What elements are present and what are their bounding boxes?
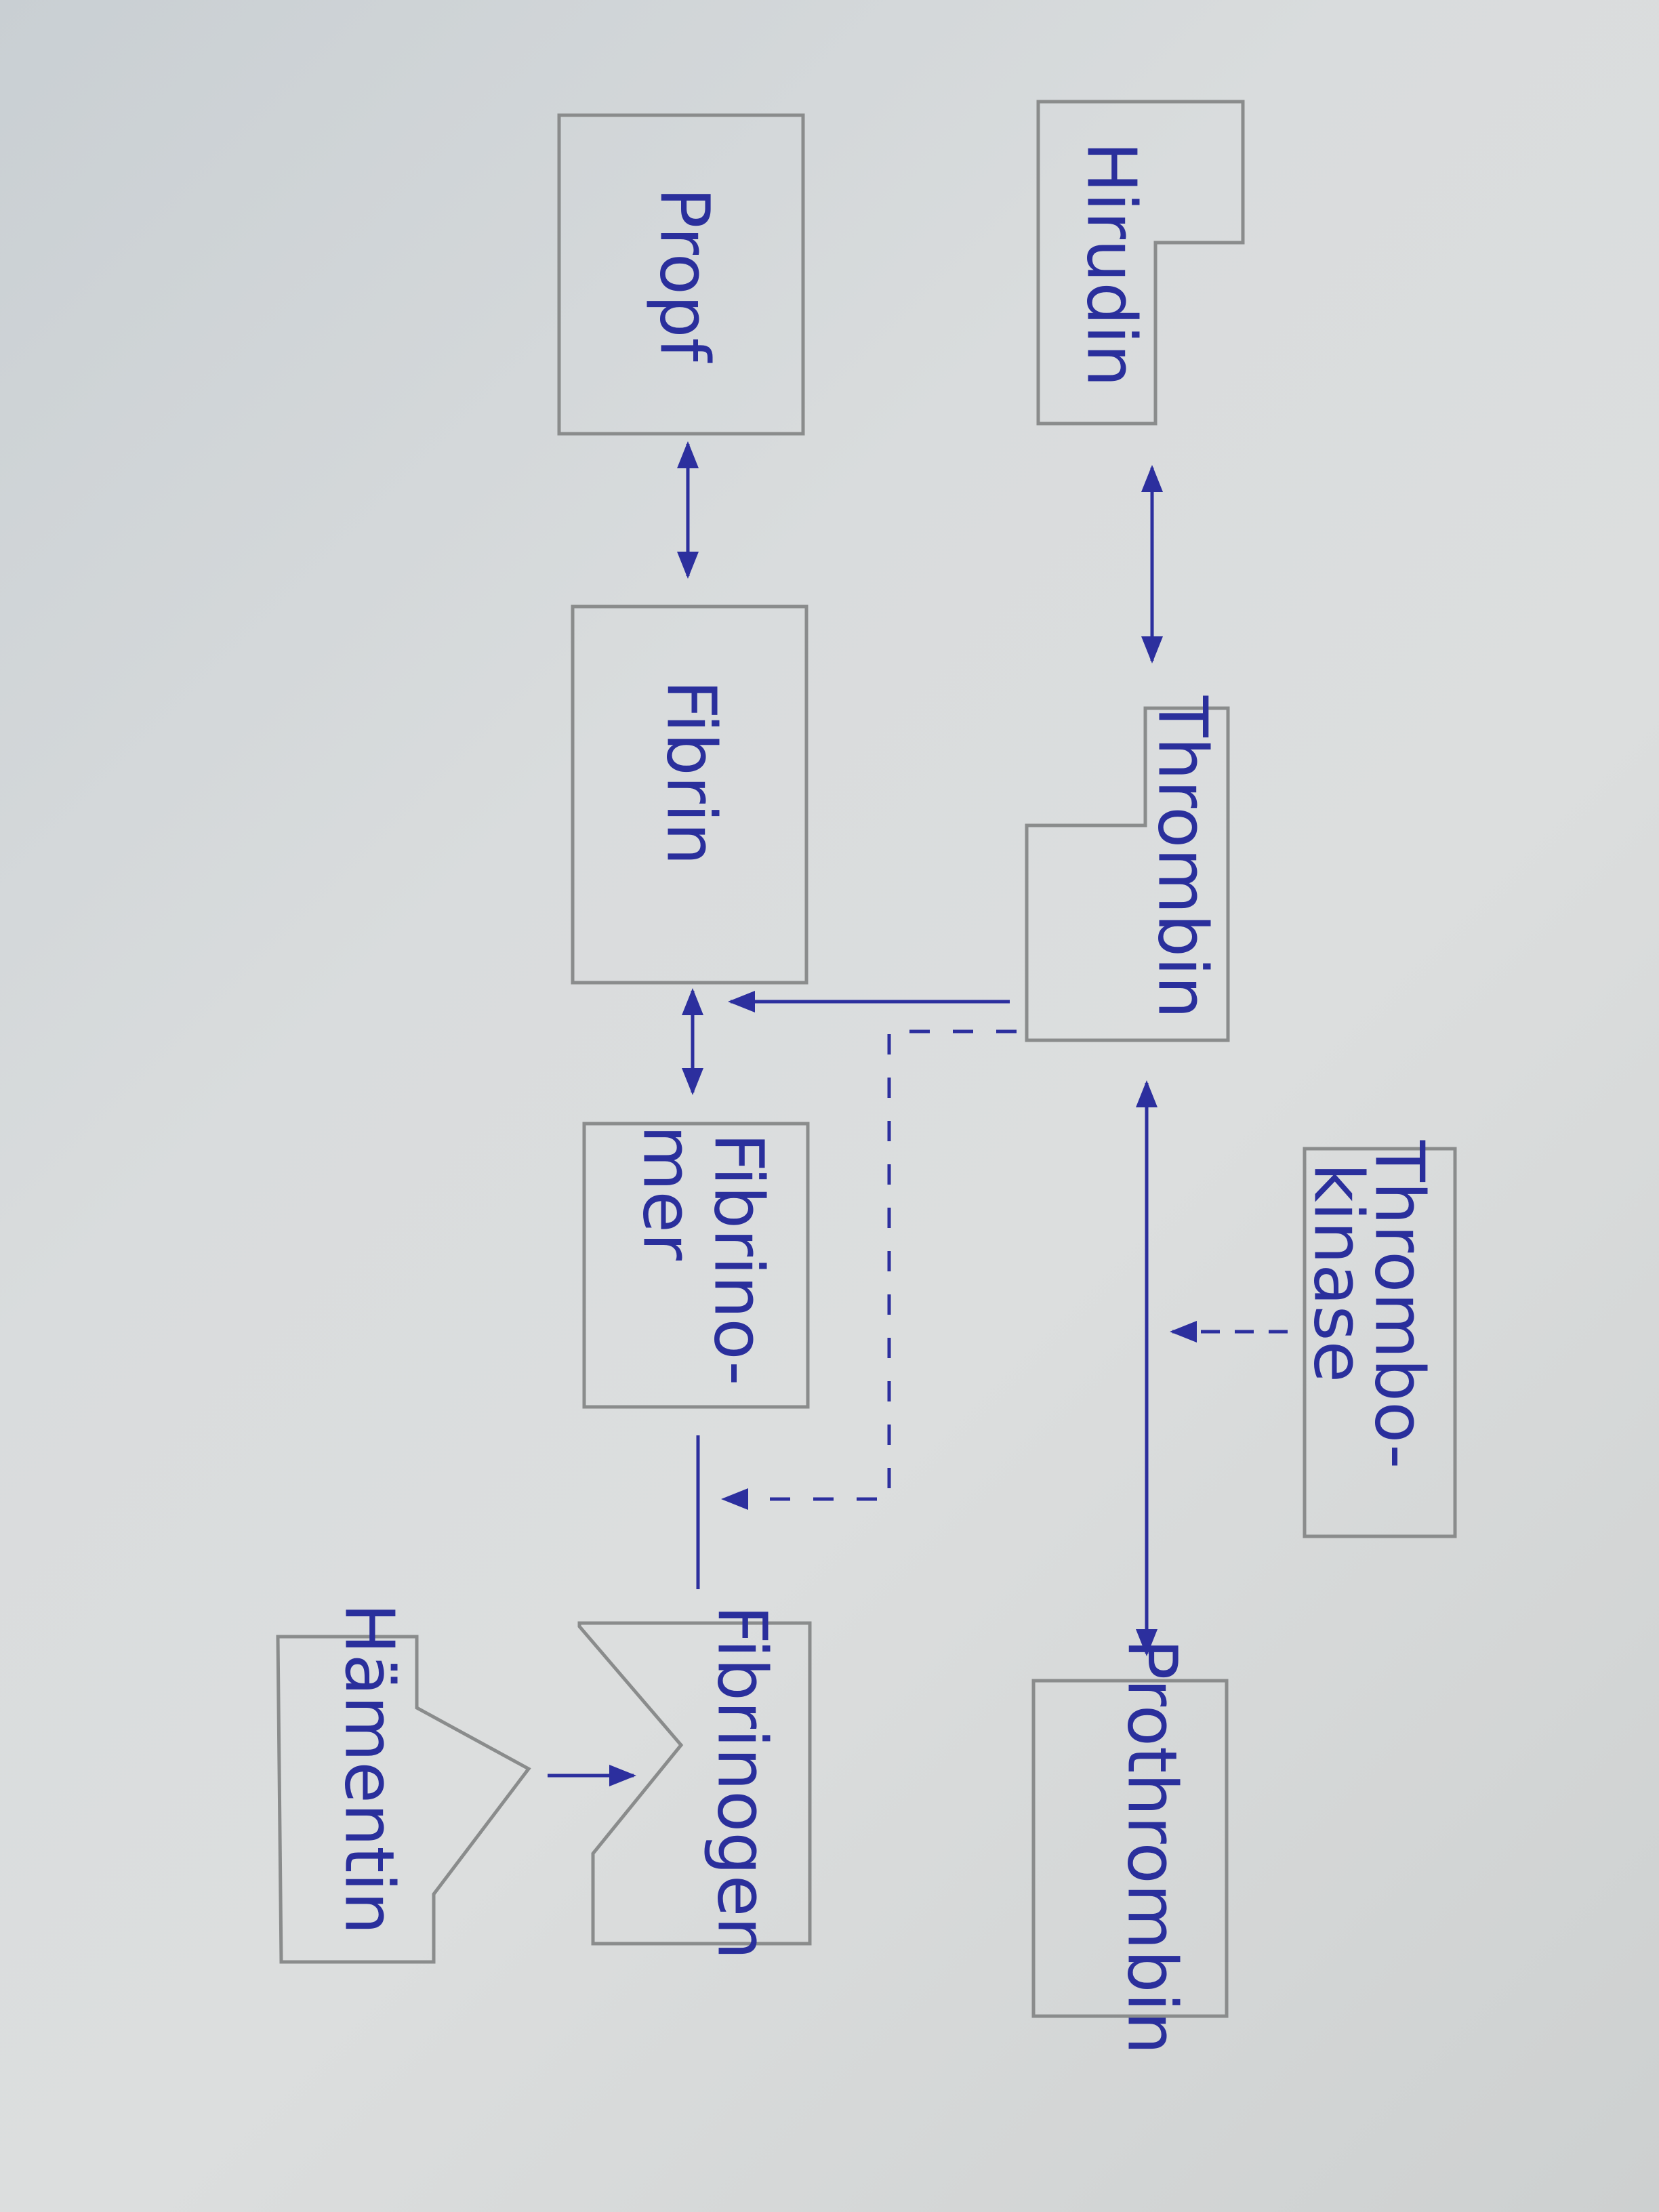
fibrinogen-box (577, 1621, 812, 1946)
thrombin-box (1025, 706, 1230, 1042)
fibrin-box (571, 605, 808, 985)
fibrinomer-label-line1: Fibrino- (699, 1133, 779, 1386)
labels: Hirudin Propf Thrombin Fibrin Fibrino- m… (330, 142, 1439, 2055)
haementin-box (276, 1635, 531, 1964)
fibrinomer-box (582, 1122, 810, 1409)
prothrombin-label: Prothrombin (1113, 1639, 1192, 2054)
thrombin-label: Thrombin (1143, 695, 1223, 1019)
hirudin-box (1036, 100, 1245, 426)
thrombin-fibrinogen-dashed-arrow (721, 1029, 1017, 1510)
propf-box (557, 113, 805, 436)
thrombokinase-box (1303, 1147, 1457, 1538)
prothrombin-box (1031, 1679, 1229, 2018)
thrombokinase-label-line1: Thrombo- (1360, 1140, 1439, 1469)
fibrinogen-label: Fibrinogen (703, 1605, 782, 1959)
propf-label: Propf (645, 187, 724, 363)
haementin-label: Hämentin (330, 1603, 409, 1934)
fibrinomer-label-line2: mer (628, 1125, 708, 1261)
hirudin-label: Hirudin (1072, 142, 1151, 387)
fibrin-label: Fibrin (652, 680, 731, 865)
thrombokinase-label-line2: kinase (1299, 1163, 1378, 1382)
